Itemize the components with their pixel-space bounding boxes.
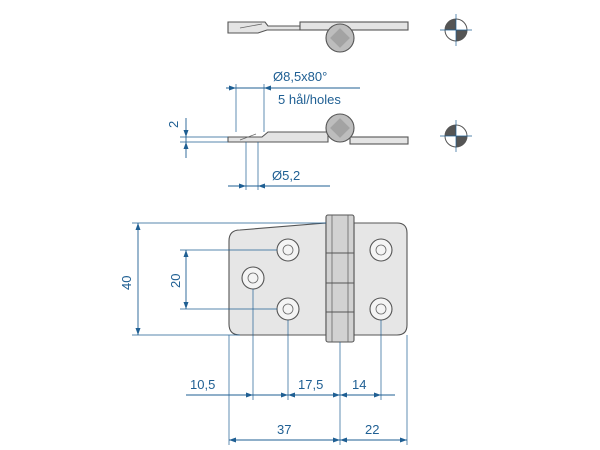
knuckle — [325, 214, 355, 343]
thickness-callout: 2 — [166, 118, 228, 158]
edge-view-open — [227, 21, 409, 53]
mounting-hole — [369, 297, 393, 321]
dimension-hole-spacing-vertical: 20 — [168, 249, 277, 310]
thickness-label: 2 — [166, 121, 181, 128]
countersink-label: Ø8,5x80° — [273, 69, 327, 84]
dimension-row-offsets: 10,5 17,5 14 — [186, 289, 408, 445]
countersink-callout: Ø8,5x80° 5 hål/holes — [226, 69, 360, 132]
offset-right-label: 14 — [352, 377, 366, 392]
projection-symbol-top — [440, 14, 472, 46]
offset-mid-label: 17,5 — [298, 377, 323, 392]
mounting-hole — [369, 238, 393, 262]
dimension-height-total: 40 — [119, 222, 326, 336]
hole-spacing-vertical-label: 20 — [168, 274, 183, 288]
leaf-left-width-label: 37 — [277, 422, 291, 437]
hole-diameter-label: Ø5,2 — [272, 168, 300, 183]
mounting-hole — [276, 238, 300, 262]
edge-view-closed — [227, 113, 409, 145]
hole-diameter-callout: Ø5,2 — [228, 142, 330, 190]
hinge-front-view — [228, 214, 408, 343]
offset-left-label: 10,5 — [190, 377, 215, 392]
mounting-hole — [276, 297, 300, 321]
leaf-right-width-label: 22 — [365, 422, 379, 437]
height-total-label: 40 — [119, 276, 134, 290]
right-leaf — [353, 222, 408, 336]
holes-count-label: 5 hål/holes — [278, 92, 341, 107]
projection-symbol-side — [440, 120, 472, 152]
mounting-hole — [241, 266, 265, 290]
dimension-row-leaves: 37 22 — [229, 422, 407, 443]
